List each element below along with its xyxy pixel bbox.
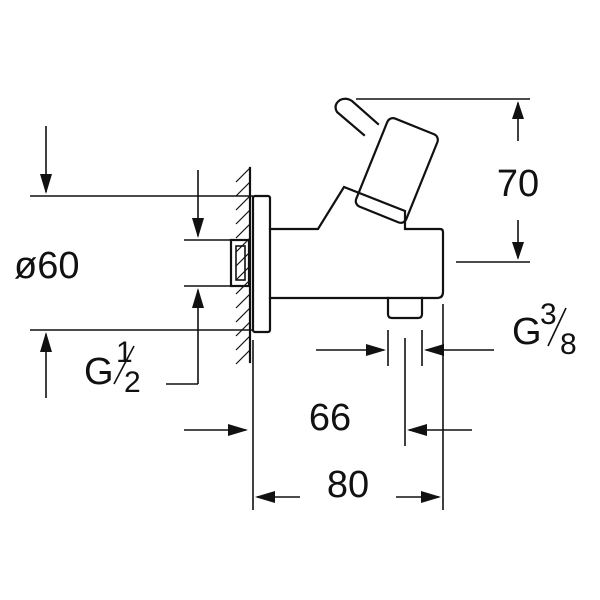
handle-lever <box>334 97 380 137</box>
outlet-thread-denominator: 8 <box>560 328 577 361</box>
fraction-slash <box>547 307 567 347</box>
dimension-outlet-thread: G 3 8 <box>316 298 577 366</box>
dim-80-label: 80 <box>327 464 369 506</box>
outlet-nozzle <box>386 296 424 320</box>
arrow-left <box>407 424 427 436</box>
arrow-down <box>40 174 52 194</box>
dimension-diameter: ø60 <box>14 126 253 398</box>
dim-66-label: 66 <box>309 397 351 439</box>
arrow-right <box>366 344 386 356</box>
wall-hatching <box>235 167 251 365</box>
arrow-left <box>255 491 275 503</box>
inlet-thread-denominator: 2 <box>124 366 141 399</box>
dimension-inlet-thread: G 1 2 <box>84 170 231 399</box>
arrow-up <box>40 332 52 352</box>
rosette-plate <box>251 194 272 334</box>
handle-cylinder <box>354 117 439 224</box>
arrow-down <box>192 218 204 238</box>
inlet-connector <box>229 238 251 288</box>
dimension-66: 66 <box>184 338 472 446</box>
dim-70-label: 70 <box>497 163 539 205</box>
dimension-70: 70 <box>356 98 539 263</box>
outlet-thread-numerator: 3 <box>540 298 557 331</box>
arrow-up <box>192 288 204 308</box>
arrow-right <box>421 491 441 503</box>
inlet-connector-inner <box>235 245 246 281</box>
dim-diameter-label: ø60 <box>14 245 79 287</box>
fraction-slash <box>113 345 135 385</box>
arrow-left <box>424 344 444 356</box>
inlet-thread-base: G <box>84 351 114 393</box>
arrow-down <box>512 242 524 260</box>
outlet-thread-base: G <box>512 311 542 353</box>
inlet-thread-numerator: 1 <box>116 336 133 369</box>
dimension-80: 80 <box>252 304 444 510</box>
handle-group <box>354 117 439 224</box>
valve-body <box>268 185 445 300</box>
wall <box>235 166 252 365</box>
arrow-right <box>228 424 248 436</box>
arrow-up <box>512 101 524 119</box>
